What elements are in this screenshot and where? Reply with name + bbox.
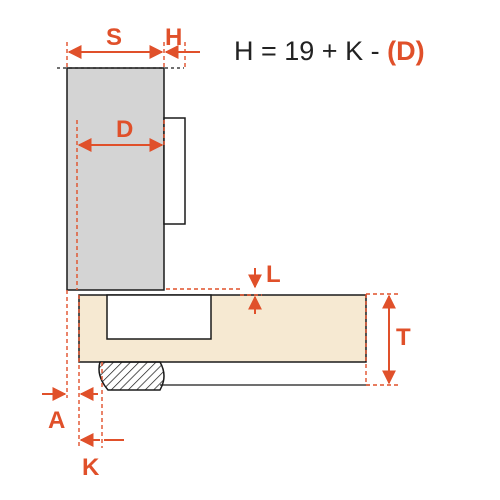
- label-s: S: [106, 24, 122, 51]
- label-l: L: [266, 261, 281, 288]
- label-d: D: [116, 116, 133, 143]
- hinge-cup-recess: [106, 294, 212, 340]
- label-a: A: [48, 407, 65, 434]
- door-panel: [66, 67, 165, 291]
- label-t: T: [396, 324, 411, 351]
- label-h: H: [165, 24, 182, 51]
- hatched-edge-band: [98, 361, 165, 391]
- formula-rhs: (D): [387, 36, 424, 66]
- dimension-arrows: [42, 45, 396, 447]
- formula-lhs: H = 19 + K -: [234, 36, 387, 66]
- extension-lines: [66, 42, 398, 448]
- formula: H = 19 + K - (D): [234, 36, 425, 66]
- label-k: K: [82, 454, 100, 481]
- hinge-plate: [163, 117, 186, 225]
